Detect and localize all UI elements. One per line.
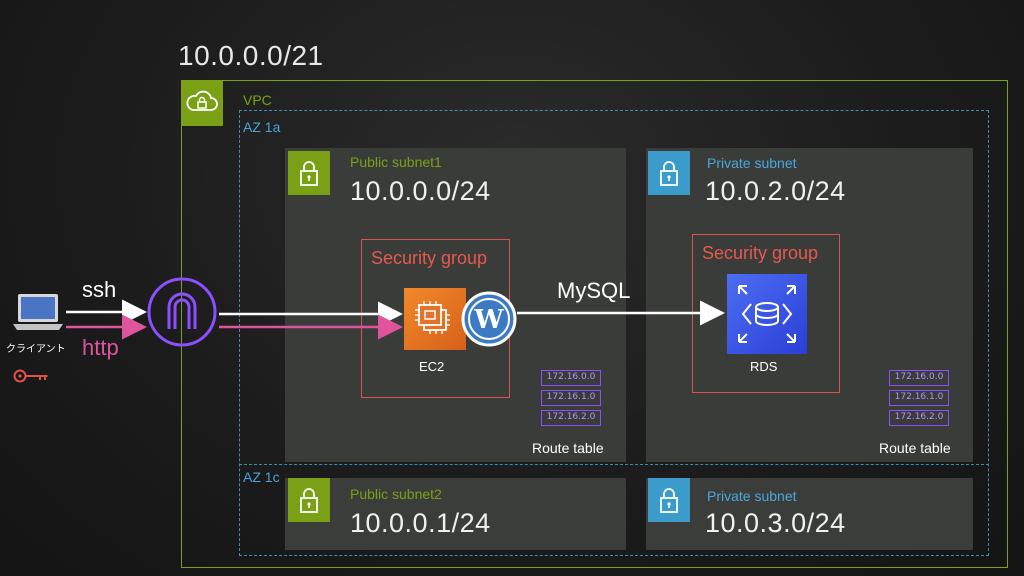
- lock-icon: [648, 478, 690, 522]
- vpc-cloud-lock-icon: [181, 80, 223, 126]
- public-subnet-2: [285, 478, 626, 550]
- http-label: http: [82, 335, 119, 360]
- route-table-row: 172.16.0.0: [889, 370, 949, 386]
- route-table-row: 172.16.0.0: [541, 370, 601, 386]
- internet-gateway-icon: [145, 275, 219, 349]
- public-subnet-2-cidr: 10.0.0.1/24: [350, 508, 491, 538]
- az-container: [239, 110, 989, 556]
- private-subnet-2: [646, 478, 973, 550]
- route-table-label: Route table: [879, 440, 951, 456]
- client-label: クライアント: [6, 344, 66, 355]
- az-1c-label: AZ 1c: [243, 469, 280, 485]
- security-group-ec2-label: Security group: [371, 248, 488, 268]
- az-1a-label: AZ 1a: [243, 119, 281, 135]
- lock-icon: [288, 478, 330, 522]
- laptop-icon: [10, 290, 66, 340]
- route-table-row: 172.16.1.0: [541, 390, 601, 406]
- vpc-cidr: 10.0.0.0/21: [178, 40, 324, 71]
- mysql-label: MySQL: [557, 278, 631, 303]
- private-subnet-1-cidr: 10.0.2.0/24: [705, 176, 846, 206]
- rds-label: RDS: [750, 359, 778, 374]
- vpc-container: [181, 80, 1008, 568]
- az-divider: [239, 464, 989, 465]
- key-icon: [12, 367, 52, 385]
- rds-database-icon: [727, 274, 807, 354]
- ssh-label: ssh: [82, 277, 117, 302]
- security-group-rds-label: Security group: [702, 243, 819, 263]
- wordpress-icon: W: [461, 291, 517, 347]
- svg-text:W: W: [473, 305, 504, 335]
- public-subnet-1-name: Public subnet1: [350, 154, 442, 170]
- vpc-label: VPC: [243, 92, 272, 108]
- route-table-row: 172.16.2.0: [889, 410, 949, 426]
- route-table-row: 172.16.2.0: [541, 410, 601, 426]
- public-subnet-2-name: Public subnet2: [350, 486, 442, 502]
- private-subnet-1-name: Private subnet: [707, 155, 797, 171]
- ec2-chip-icon: [404, 288, 466, 350]
- lock-icon: [648, 151, 690, 195]
- ec2-label: EC2: [419, 359, 445, 374]
- private-subnet-2-cidr: 10.0.3.0/24: [705, 508, 846, 538]
- route-table-row: 172.16.1.0: [889, 390, 949, 406]
- route-table-label: Route table: [532, 440, 604, 456]
- lock-icon: [288, 151, 330, 195]
- public-subnet-1-cidr: 10.0.0.0/24: [350, 176, 491, 206]
- private-subnet-2-name: Private subnet: [707, 488, 797, 504]
